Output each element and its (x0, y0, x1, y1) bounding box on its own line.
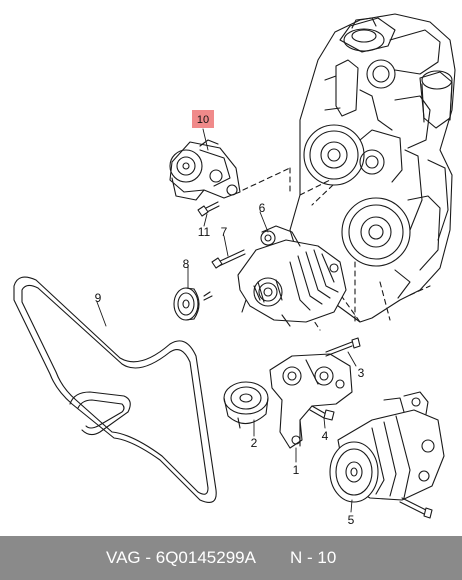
callout-2: 2 (251, 436, 258, 450)
bolt-11 (197, 201, 220, 217)
bracket-1 (269, 353, 353, 449)
belt-tensioner (169, 139, 241, 201)
alternator (237, 225, 347, 327)
callout-7: 7 (221, 225, 228, 239)
callout-6: 6 (259, 201, 266, 215)
callout-5: 5 (348, 513, 355, 527)
bolt-7 (211, 249, 246, 269)
tensioner-roller-2 (223, 381, 269, 429)
parts-diagram: 10 11 7 6 8 9 3 4 2 1 5 (13, 13, 456, 527)
idler-pulley-8 (173, 287, 213, 321)
bolt-3 (325, 337, 361, 357)
ribbed-belt-9 (13, 276, 217, 503)
callout-8: 8 (183, 257, 190, 271)
callout-11: 11 (198, 225, 211, 239)
callout-1: 1 (293, 463, 300, 477)
bolt-4 (309, 405, 335, 421)
part-number: N - 10 (290, 548, 337, 567)
callout-4: 4 (322, 429, 329, 443)
footer-bar: VAG - 6Q0145299A N - 10 (0, 536, 462, 580)
callout-3: 3 (358, 366, 365, 380)
callout-10: 10 (197, 114, 209, 126)
ac-compressor-5 (329, 391, 445, 503)
callout-9: 9 (95, 291, 102, 305)
leader-lines (96, 128, 357, 513)
compressor-bolt (399, 497, 433, 519)
engine-block (242, 13, 456, 331)
part-code: VAG - 6Q0145299A (106, 548, 256, 567)
callout-10-highlight (192, 110, 214, 128)
